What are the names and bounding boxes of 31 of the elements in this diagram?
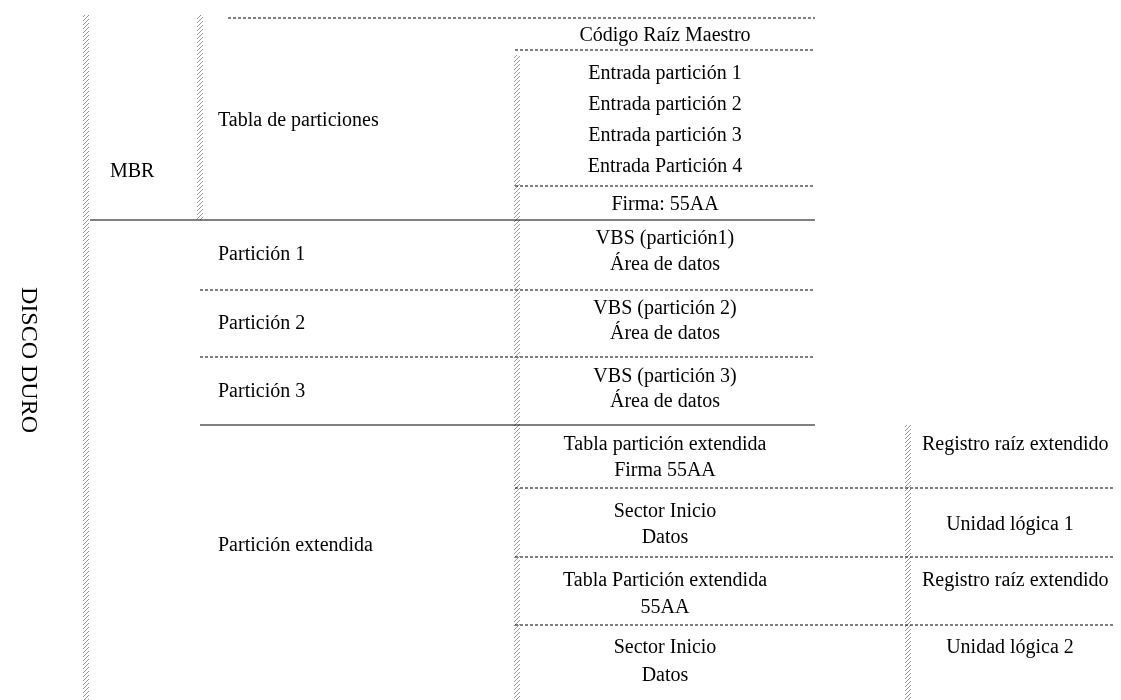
cell-text: Unidad lógica 2 xyxy=(945,634,1075,659)
cell-text: Registro raíz extendido xyxy=(922,431,1110,456)
cell-text: Partición 3 xyxy=(218,378,306,403)
cell-text: Área de datos xyxy=(609,320,721,345)
cell-text: Área de datos xyxy=(609,388,721,413)
cell-text: VBS (partición 2) xyxy=(592,295,738,320)
cell-text: MBR xyxy=(110,158,155,183)
cell-text: Tabla partición extendida xyxy=(562,431,768,456)
cell-text: Datos xyxy=(640,524,690,549)
cell-text: Partición extendida xyxy=(218,532,373,557)
cell-text: VBS (partición1) xyxy=(594,225,736,250)
cell-text: Entrada partición 1 xyxy=(587,60,743,85)
cell-text: VBS (partición 3) xyxy=(592,363,738,388)
cell-text: Datos xyxy=(640,662,690,687)
cell-text: Entrada partición 3 xyxy=(587,122,743,147)
cell-text: 55AA xyxy=(639,594,691,619)
disk-title: DISCO DURO xyxy=(17,287,43,433)
cell-text: Firma 55AA xyxy=(613,457,717,482)
cell-text: Código Raíz Maestro xyxy=(578,22,752,47)
cell-text: Tabla Partición extendida xyxy=(561,567,769,592)
cell-text: Partición 2 xyxy=(218,310,306,335)
cell-text: Partición 1 xyxy=(218,241,306,266)
cell-text: Entrada partición 2 xyxy=(587,91,743,116)
cell-text: Entrada Partición 4 xyxy=(586,153,744,178)
cell-text: Firma: 55AA xyxy=(610,191,720,216)
cell-text: Unidad lógica 1 xyxy=(945,511,1075,536)
cell-text: Sector Inicio xyxy=(612,498,718,523)
cell-text: Registro raíz extendido xyxy=(922,567,1110,592)
cell-text: Área de datos xyxy=(609,251,721,276)
cell-text: Tabla de particiones xyxy=(218,107,379,132)
cell-text: Sector Inicio xyxy=(612,634,718,659)
